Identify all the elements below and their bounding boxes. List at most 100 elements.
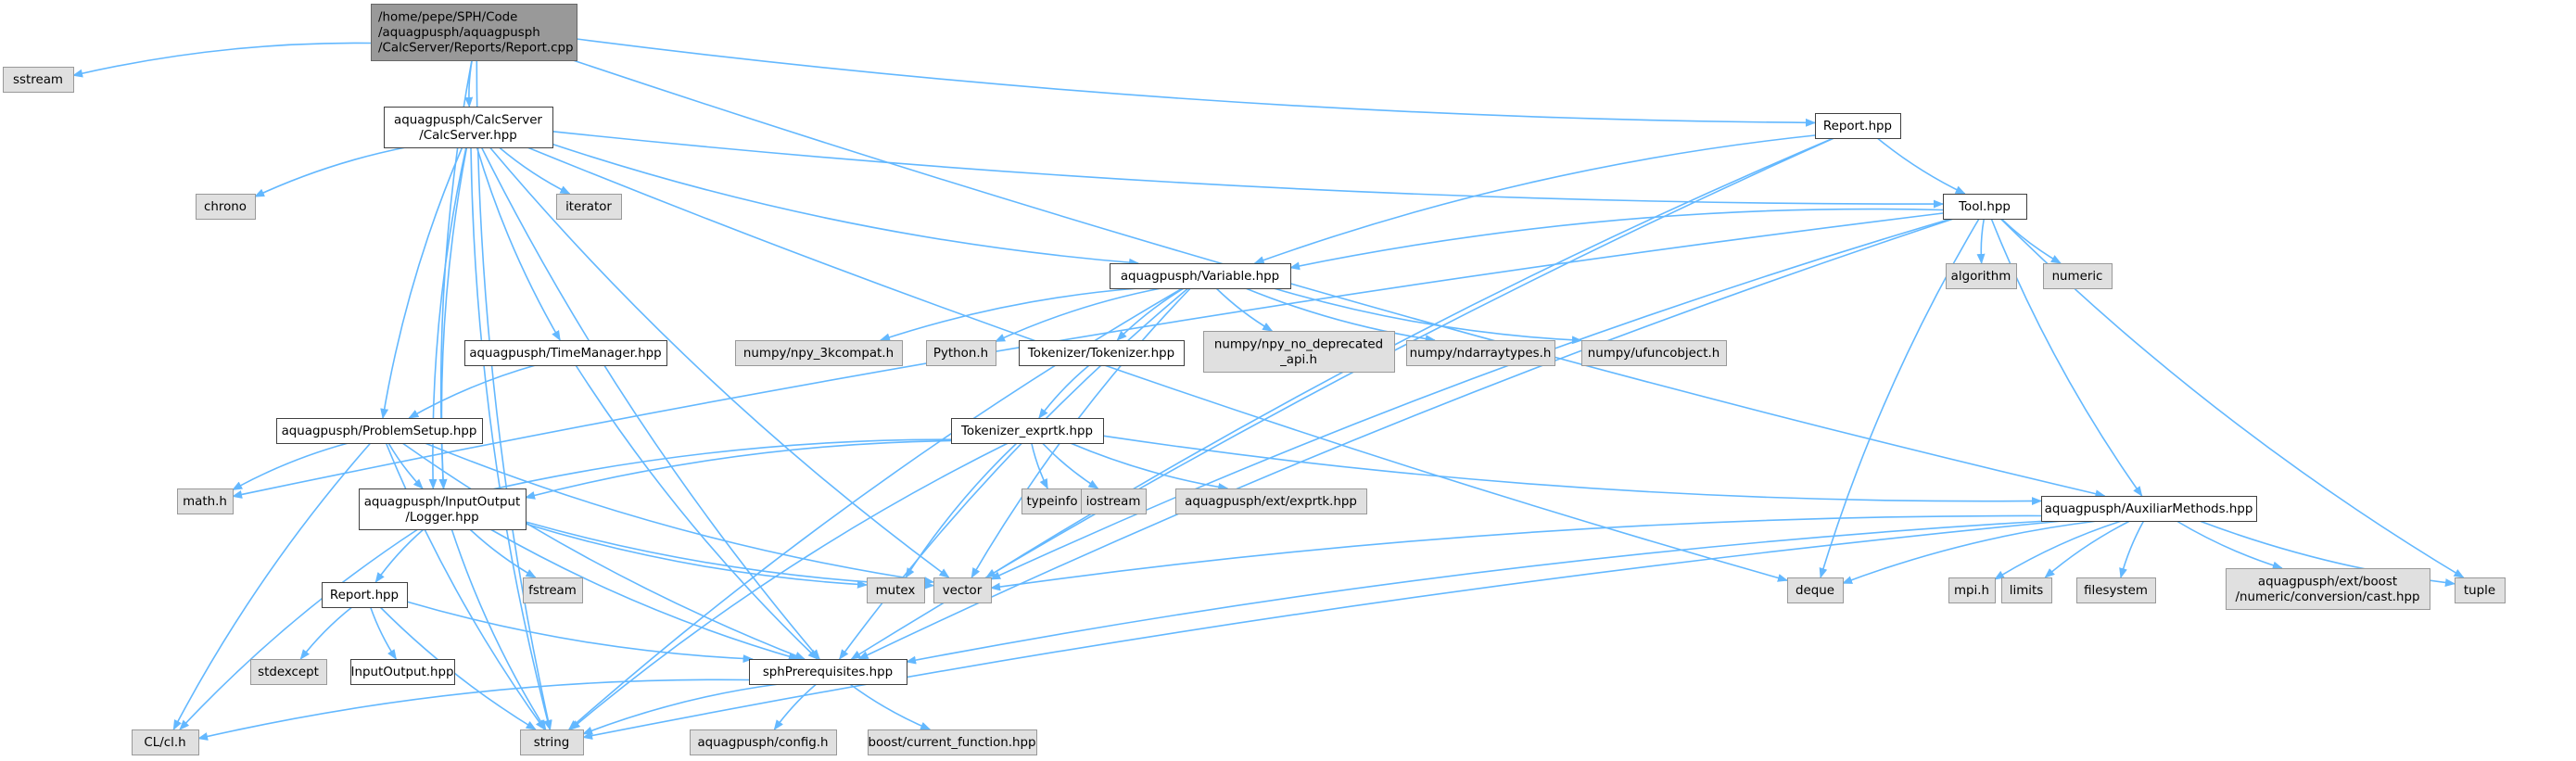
edge-root-to-sstream [71,42,372,78]
node-logger[interactable]: aquagpusph/InputOutput/Logger.hpp [359,488,527,530]
edge-auxiliar-to-mpi [1994,520,2122,580]
node-label-boostcast-line-1: aquagpusph/ext/boost [2258,575,2397,589]
node-deque: deque [1787,577,1844,603]
node-label-ufunc: numpy/ufuncobject.h [1588,347,1720,361]
node-timemanager[interactable]: aquagpusph/TimeManager.hpp [464,340,667,366]
node-label-chrono: chrono [204,200,247,214]
edge-sphprereq-to-boostfunc [849,683,932,730]
edge-variable-to-python [994,287,1161,343]
node-box-boostfunc [868,729,1037,755]
node-box-boostcast [2226,568,2430,610]
node-box-inputoutput [350,659,455,685]
edge-report_hpp-to-tool [1876,137,1966,195]
node-box-math [177,488,234,514]
node-box-numeric [2043,263,2113,289]
node-label-fstream: fstream [528,584,577,598]
edge-auxiliar-to-string [581,520,2063,740]
node-sphprereq[interactable]: sphPrerequisites.hpp [749,659,907,685]
node-box-auxiliar [2041,496,2257,522]
node-label-auxiliar: aquagpusph/AuxiliarMethods.hpp [2045,502,2253,516]
node-mutex: mutex [867,577,925,603]
edge-report_hpp-to-variable [1253,134,1816,264]
node-tokenizer[interactable]: Tokenizer/Tokenizer.hpp [1019,340,1185,366]
node-label-npynodep-line-1: numpy/npy_no_deprecated [1214,337,1383,351]
node-tool[interactable]: Tool.hpp [1943,194,2027,220]
edge-problemsetup-to-sphprereq [401,442,806,660]
node-label-npy3k: numpy/npy_3kcompat.h [743,347,894,361]
edge-root-to-report_hpp [576,38,1817,127]
edge-sphprereq-to-clh [197,679,750,741]
edge-calcserver-to-sphprereq [480,146,820,660]
node-chrono: chrono [196,194,256,220]
edge-calcserver-to-vector [489,146,950,578]
node-python: Python.h [926,340,996,366]
node-box-report2 [322,582,408,608]
node-report_hpp[interactable]: Report.hpp [1815,113,1901,139]
node-box-ufunc [1581,340,1727,366]
node-mpi: mpi.h [1948,577,1996,603]
node-label-iostream: iostream [1086,495,1141,509]
edge-logger-to-string [450,528,547,730]
node-limits: limits [2001,577,2052,603]
node-box-stdexcept [250,659,327,685]
node-label-calcserver-line-1: aquagpusph/CalcServer [394,113,542,127]
node-numeric: numeric [2043,263,2113,289]
edge-calcserver-to-chrono [253,146,406,197]
edge-report2-to-stdexcept [299,606,353,660]
node-report2[interactable]: Report.hpp [322,582,408,608]
node-label-sphprereq: sphPrerequisites.hpp [763,666,893,679]
node-iterator: iterator [556,194,622,220]
node-label-problemsetup: aquagpusph/ProblemSetup.hpp [282,425,477,438]
edge-exprtk_hpp-to-mutex [905,442,1018,578]
node-sstream: sstream [3,67,74,93]
nodes-layer: /home/pepe/SPH/Code/aquagpusph/aquagpusp… [3,4,2506,755]
node-npynodep: numpy/npy_no_deprecated_api.h [1203,331,1395,373]
edge-calcserver-to-deque [527,146,1789,582]
node-label-tokenizer: Tokenizer/Tokenizer.hpp [1027,347,1174,361]
node-label-iterator: iterator [565,200,612,214]
node-problemsetup[interactable]: aquagpusph/ProblemSetup.hpp [276,418,483,444]
edge-logger-to-clh [179,528,419,730]
edge-exprtk_hpp-to-map [450,438,952,501]
node-label-extexprtk: aquagpusph/ext/exprtk.hpp [1185,495,1357,509]
node-root[interactable]: /home/pepe/SPH/Code/aquagpusph/aquagpusp… [371,4,577,61]
node-calcserver[interactable]: aquagpusph/CalcServer/CalcServer.hpp [384,107,553,148]
edge-auxiliar-to-limits [2044,520,2131,578]
node-extexprtk: aquagpusph/ext/exprtk.hpp [1175,488,1367,514]
node-label-root-line-2: /aquagpusph/aquagpusph [378,26,540,40]
node-box-sphprereq [749,659,907,685]
node-exprtk_hpp[interactable]: Tokenizer_exprtk.hpp [951,418,1104,444]
node-label-inputoutput: InputOutput.hpp [351,666,454,679]
node-box-calcserver [384,107,553,148]
edge-problemsetup-to-string [385,442,546,730]
node-label-report2: Report.hpp [330,589,399,602]
edge-tool-to-algorithm [1976,218,1986,265]
node-box-python [926,340,996,366]
node-box-mpi [1948,577,1996,603]
node-box-tokenizer [1019,340,1185,366]
node-box-exprtk_hpp [951,418,1104,444]
edge-exprtk_hpp-to-logger [524,439,952,500]
node-box-fstream [523,577,583,603]
node-label-root-line-1: /home/pepe/SPH/Code [378,11,517,25]
node-label-logger-line-2: /Logger.hpp [405,511,478,525]
edge-tool-to-variable [1288,208,1944,271]
node-box-problemsetup [276,418,483,444]
edge-tool-to-numeric [2000,218,2062,264]
edge-problemsetup-to-vector [425,442,935,585]
node-auxiliar[interactable]: aquagpusph/AuxiliarMethods.hpp [2041,496,2257,522]
node-inputoutput[interactable]: InputOutput.hpp [350,659,455,685]
node-label-boostfunc: boost/current_function.hpp [868,736,1035,750]
node-clh: CL/cl.h [132,729,199,755]
node-label-mutex: mutex [876,584,916,598]
node-label-sstream: sstream [13,73,63,87]
node-box-npy3k [735,340,903,366]
node-label-algorithm: algorithm [1951,270,2011,284]
node-label-exprtk_hpp: Tokenizer_exprtk.hpp [960,425,1093,438]
node-box-iterator [556,194,622,220]
edge-report2-to-inputoutput [369,606,397,660]
node-variable[interactable]: aquagpusph/Variable.hpp [1110,263,1291,289]
edge-calcserver-to-tool [552,131,1945,209]
node-box-vector [933,577,992,603]
edge-report2-to-sphprereq [406,601,754,664]
